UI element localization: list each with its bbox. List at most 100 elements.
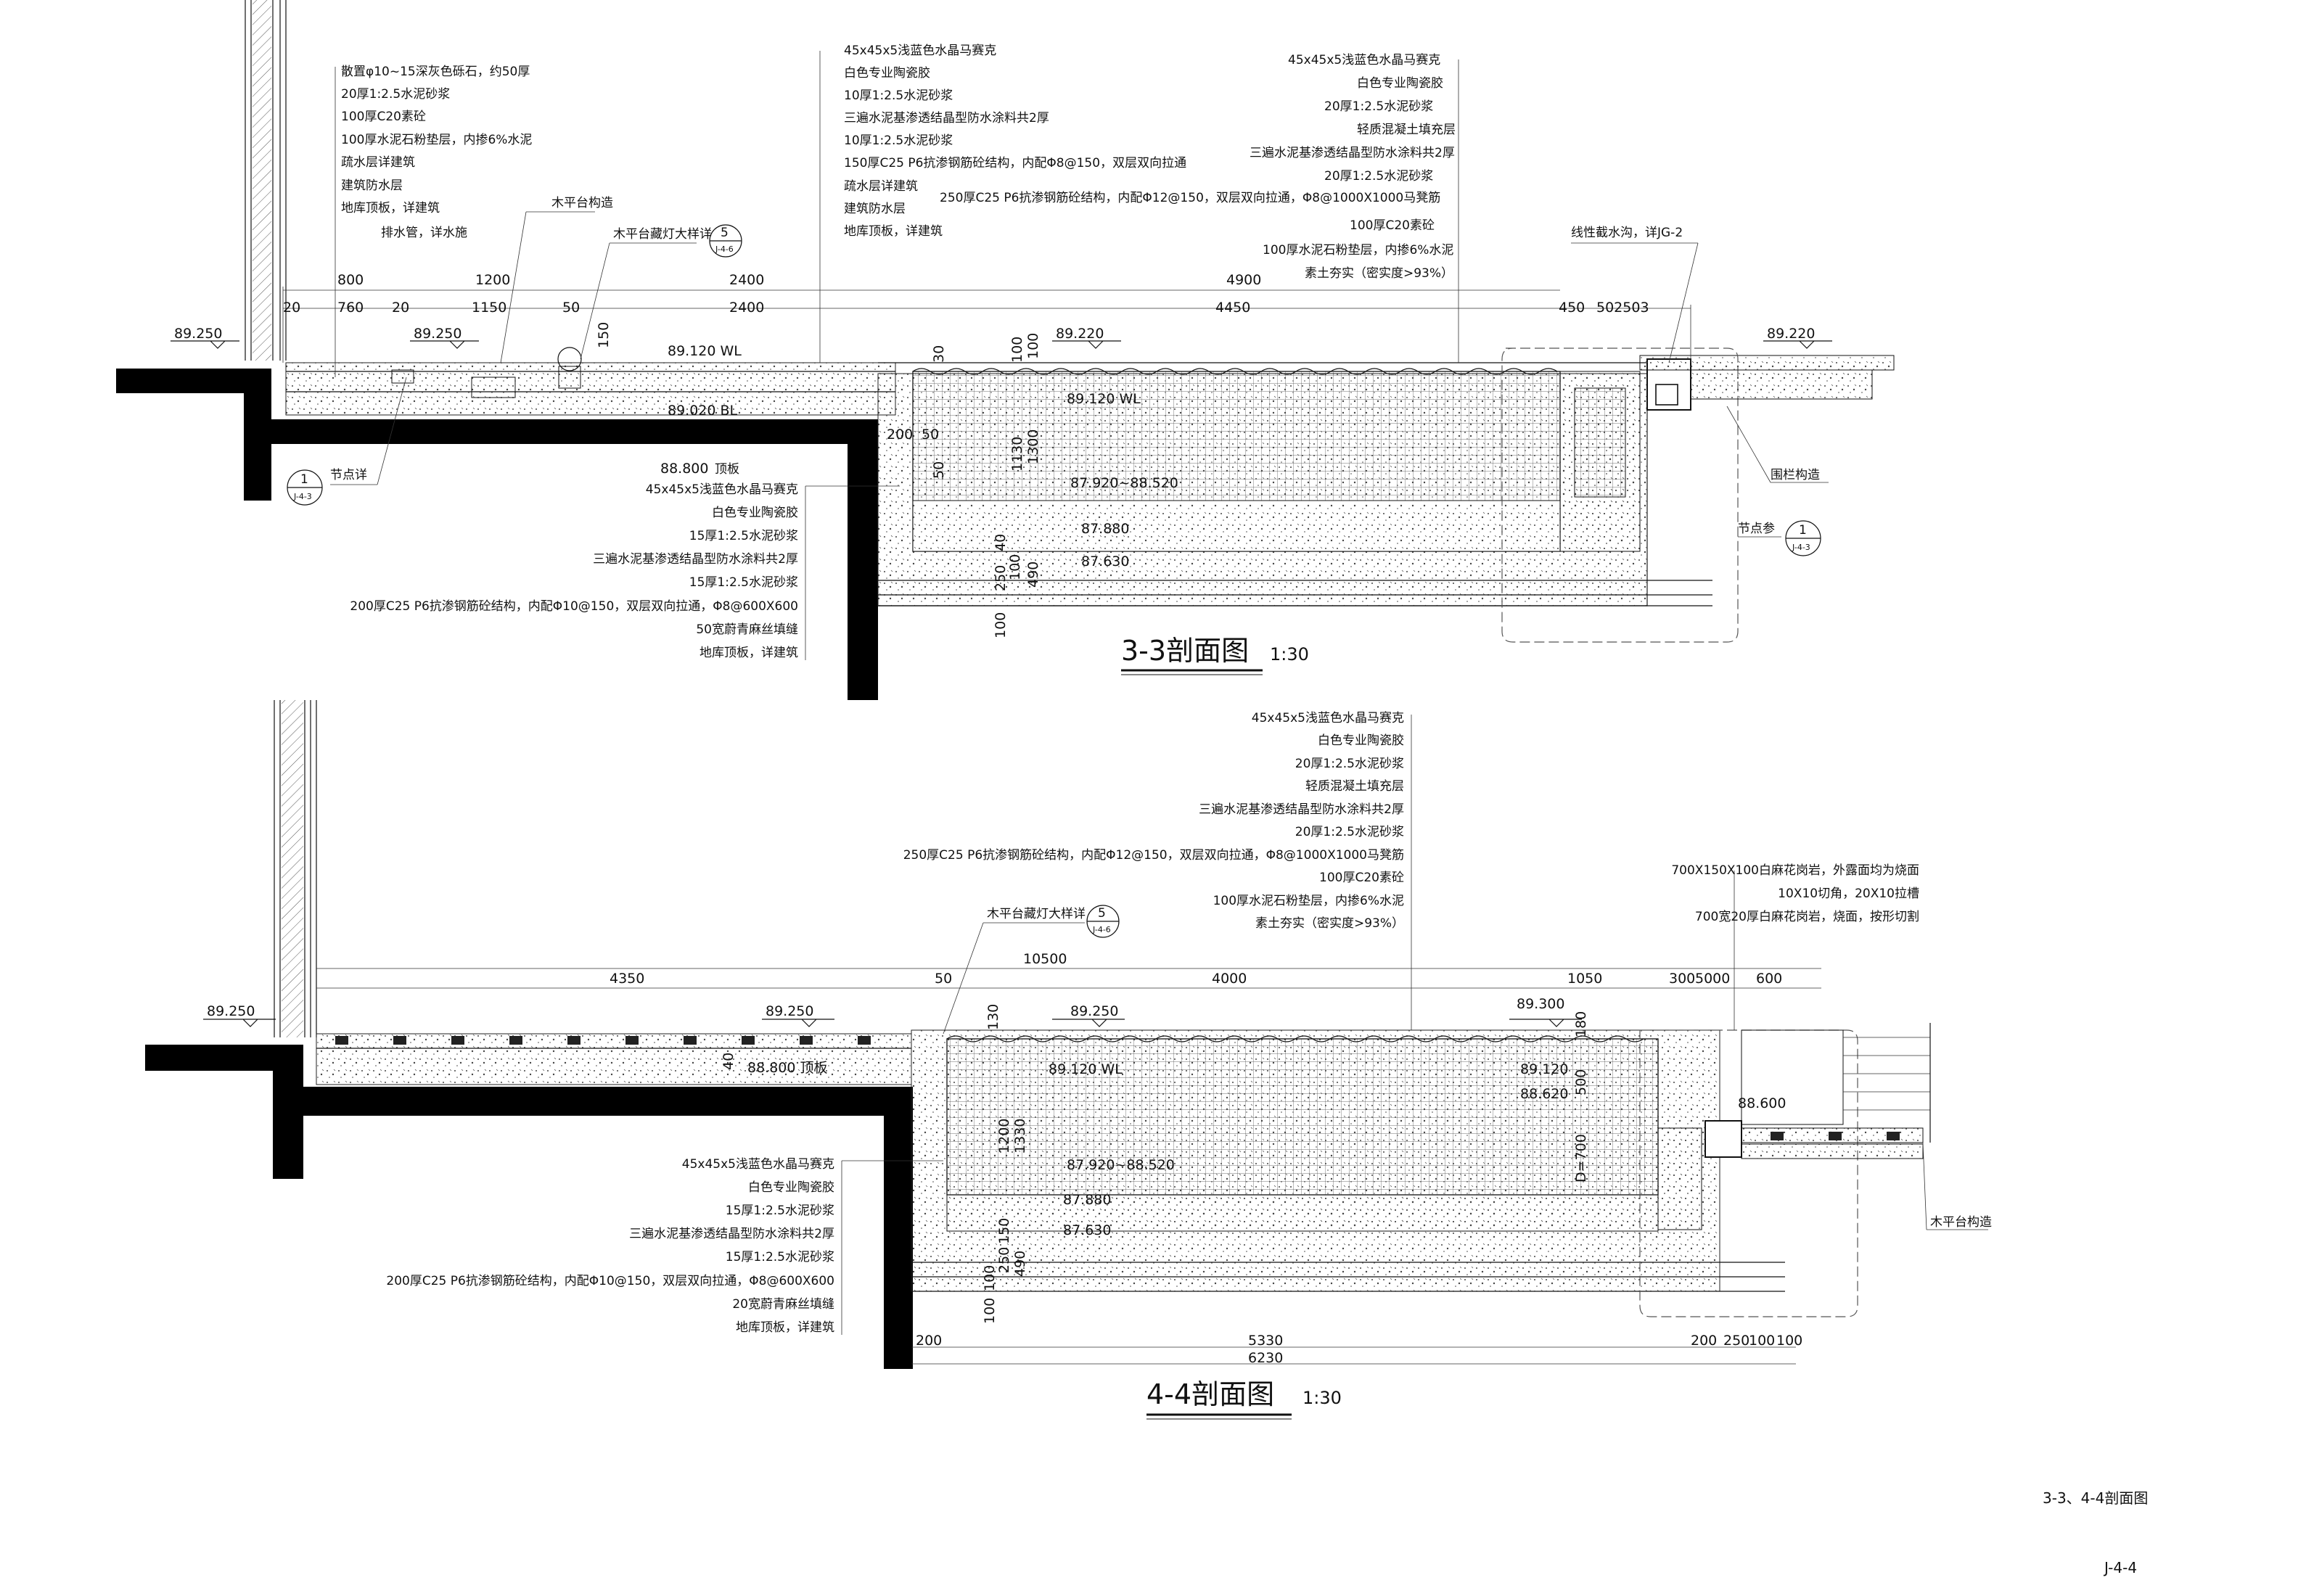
- dim-second: 450: [1559, 300, 1585, 316]
- svg-text:5: 5: [1098, 906, 1106, 921]
- dim-total: 6230: [1248, 1350, 1283, 1366]
- svg-text:4000: 4000: [1212, 971, 1247, 987]
- svg-text:50: 50: [935, 971, 952, 987]
- stone-notes-4-4: 700X150X100白麻花岗岩，外露面均为烧面 10X10切角，20X10拉槽…: [1671, 863, 1919, 1030]
- svg-text:150厚C25 P6抗渗钢筋砼结构，内配Φ8@150，双层双: 150厚C25 P6抗渗钢筋砼结构，内配Φ8@150，双层双向拉通: [844, 156, 1186, 170]
- detail-reference-bubble: 1 J-4-3: [1785, 520, 1821, 556]
- svg-text:100: 100: [1749, 1333, 1775, 1349]
- svg-text:500: 500: [1573, 1069, 1589, 1095]
- svg-text:89.300: 89.300: [1517, 996, 1564, 1012]
- svg-text:白色专业陶瓷胶: 白色专业陶瓷胶: [1357, 76, 1443, 91]
- svg-text:20厚1:2.5水泥砂浆: 20厚1:2.5水泥砂浆: [1295, 825, 1404, 839]
- detail-reference-bubble: 5 J-4-6: [709, 224, 742, 258]
- pool-shell-4-4: [911, 1029, 1858, 1317]
- svg-text:5330: 5330: [1248, 1333, 1283, 1349]
- svg-text:100厚水泥石粉垫层，内掺6%水泥: 100厚水泥石粉垫层，内掺6%水泥: [1263, 243, 1453, 258]
- dim-second: 20: [283, 300, 300, 316]
- svg-text:100: 100: [1025, 333, 1041, 359]
- building-wall-4-4: [274, 700, 317, 1037]
- light-detail-note: 木平台藏灯大样详: [987, 907, 1086, 921]
- svg-text:白色专业陶瓷胶: 白色专业陶瓷胶: [748, 1180, 834, 1195]
- svg-text:45x45x5浅蓝色水晶马赛克: 45x45x5浅蓝色水晶马赛克: [1252, 710, 1404, 725]
- callout-label: 100厚C20素砼: [341, 110, 426, 124]
- svg-text:100: 100: [1776, 1333, 1802, 1349]
- svg-text:150: 150: [996, 1218, 1012, 1244]
- svg-text:20厚1:2.5水泥砂浆: 20厚1:2.5水泥砂浆: [1295, 757, 1404, 771]
- svg-text:89.250: 89.250: [766, 1003, 813, 1019]
- callouts-right-3-3: 45x45x5浅蓝色水晶马赛克 白色专业陶瓷胶 20厚1:2.5水泥砂浆 轻质混…: [1250, 52, 1459, 363]
- svg-text:50宽蔚青麻丝填缝: 50宽蔚青麻丝填缝: [696, 622, 798, 637]
- elevation-mark: 89.120 WL: [668, 343, 742, 359]
- svg-text:250: 250: [993, 565, 1009, 591]
- section-title-4-4: 4-4剖面图: [1146, 1378, 1274, 1410]
- svg-text:三遍水泥基渗透结晶型防水涂料共2厚: 三遍水泥基渗透结晶型防水涂料共2厚: [1250, 146, 1455, 160]
- svg-text:89.250: 89.250: [207, 1003, 255, 1019]
- svg-text:200厚C25 P6抗渗钢筋砼结构，内配Φ10@150，双层: 200厚C25 P6抗渗钢筋砼结构，内配Φ10@150，双层双向拉通，Φ8@60…: [386, 1274, 834, 1288]
- section-4-4: 10500 4350 50 4000 1050 300 5000 600 200…: [145, 700, 1992, 1420]
- svg-text:J-4-6: J-4-6: [1092, 925, 1111, 934]
- deck-fill-layer: [285, 362, 896, 416]
- elevation-mark: 89.120 WL: [1067, 391, 1141, 407]
- drain-note: 排水管，详水施: [381, 226, 467, 240]
- elevation-mark: 89.250: [414, 326, 461, 342]
- svg-text:J-4-3: J-4-3: [1792, 543, 1810, 552]
- svg-text:三遍水泥基渗透结晶型防水涂料共2厚: 三遍水泥基渗透结晶型防水涂料共2厚: [593, 552, 798, 567]
- svg-text:白色专业陶瓷胶: 白色专业陶瓷胶: [844, 66, 930, 81]
- sheet-title: 3-3、4-4剖面图: [2043, 1489, 2148, 1507]
- svg-text:5: 5: [721, 226, 729, 240]
- svg-text:250: 250: [996, 1247, 1012, 1273]
- deck-note: 木平台构造: [1930, 1215, 1992, 1230]
- callout-label: 建筑防水层: [341, 178, 403, 193]
- svg-text:200: 200: [916, 1333, 942, 1349]
- callout-label: 散置φ10~15深灰色砾石，约50厚: [341, 65, 530, 79]
- elevation-mark: 89.220: [1056, 326, 1104, 342]
- svg-text:100: 100: [1007, 554, 1023, 580]
- svg-text:白色专业陶瓷胶: 白色专业陶瓷胶: [712, 506, 798, 520]
- svg-text:三遍水泥基渗透结晶型防水涂料共2厚: 三遍水泥基渗透结晶型防水涂料共2厚: [844, 111, 1049, 126]
- svg-text:素土夯实（密实度>93%）: 素土夯实（密实度>93%）: [1255, 916, 1404, 931]
- fence-note: 围栏构造: [1771, 468, 1820, 482]
- building-wall-3-3: [245, 0, 287, 361]
- svg-text:5000: 5000: [1695, 971, 1730, 987]
- svg-text:250: 250: [1723, 1333, 1749, 1349]
- overflow-note: 线性截水沟，详JG-2: [1571, 226, 1683, 240]
- dim-top: 800: [337, 272, 364, 288]
- svg-text:D=700: D=700: [1573, 1134, 1589, 1182]
- svg-text:30: 30: [931, 345, 947, 363]
- svg-text:20厚1:2.5水泥砂浆: 20厚1:2.5水泥砂浆: [1324, 99, 1433, 114]
- roof-label: 顶板: [715, 462, 739, 477]
- svg-text:700X150X100白麻花岗岩，外露面均为烧面: 700X150X100白麻花岗岩，外露面均为烧面: [1671, 863, 1919, 878]
- callout-label: 地库顶板，详建筑: [341, 201, 440, 215]
- svg-text:100厚C20素砼: 100厚C20素砼: [1319, 871, 1404, 885]
- dim-second: 760: [337, 300, 364, 316]
- dim-top: 10500: [1023, 951, 1067, 967]
- dim-second: 502503: [1596, 300, 1649, 316]
- svg-text:1130: 1130: [1009, 437, 1025, 472]
- svg-text:130: 130: [985, 1004, 1001, 1030]
- node-note-right: 节点参: [1738, 522, 1775, 536]
- sheet-number: J-4-4: [2103, 1559, 2137, 1576]
- dim-second: 20: [392, 300, 409, 316]
- svg-text:疏水层详建筑: 疏水层详建筑: [844, 179, 918, 194]
- dim-top: 4900: [1226, 272, 1261, 288]
- svg-text:轻质混凝土填充层: 轻质混凝土填充层: [1357, 123, 1456, 137]
- pool-water-mosaic-4-4: [946, 1038, 1659, 1196]
- svg-text:50: 50: [931, 461, 947, 479]
- svg-text:100: 100: [982, 1298, 998, 1324]
- garage-roof-slab-4-4: [145, 1045, 913, 1369]
- svg-text:三遍水泥基渗透结晶型防水涂料共2厚: 三遍水泥基渗透结晶型防水涂料共2厚: [629, 1227, 834, 1241]
- svg-text:45x45x5浅蓝色水晶马赛克: 45x45x5浅蓝色水晶马赛克: [1288, 52, 1440, 67]
- detail-reference-bubble: 1 J-4-3: [287, 469, 323, 506]
- callouts-top-left-3-3: 散置φ10~15深灰色砾石，约50厚 20厚1:2.5水泥砂浆 100厚C20素…: [335, 65, 532, 377]
- svg-text:490: 490: [1025, 562, 1041, 588]
- elevation-markers-3-3: [171, 340, 1832, 349]
- section-scale-3-3: 1:30: [1270, 644, 1309, 665]
- svg-text:1: 1: [300, 472, 308, 487]
- dim-second: 4450: [1215, 300, 1250, 316]
- elevation-mark: 89.020 BL: [668, 403, 738, 419]
- svg-text:20宽蔚青麻丝填缝: 20宽蔚青麻丝填缝: [732, 1297, 834, 1312]
- right-deck-4-4: [1741, 1023, 1931, 1159]
- svg-text:100厚C20素砼: 100厚C20素砼: [1350, 218, 1435, 233]
- elevation-mark: 87.630: [1081, 554, 1129, 569]
